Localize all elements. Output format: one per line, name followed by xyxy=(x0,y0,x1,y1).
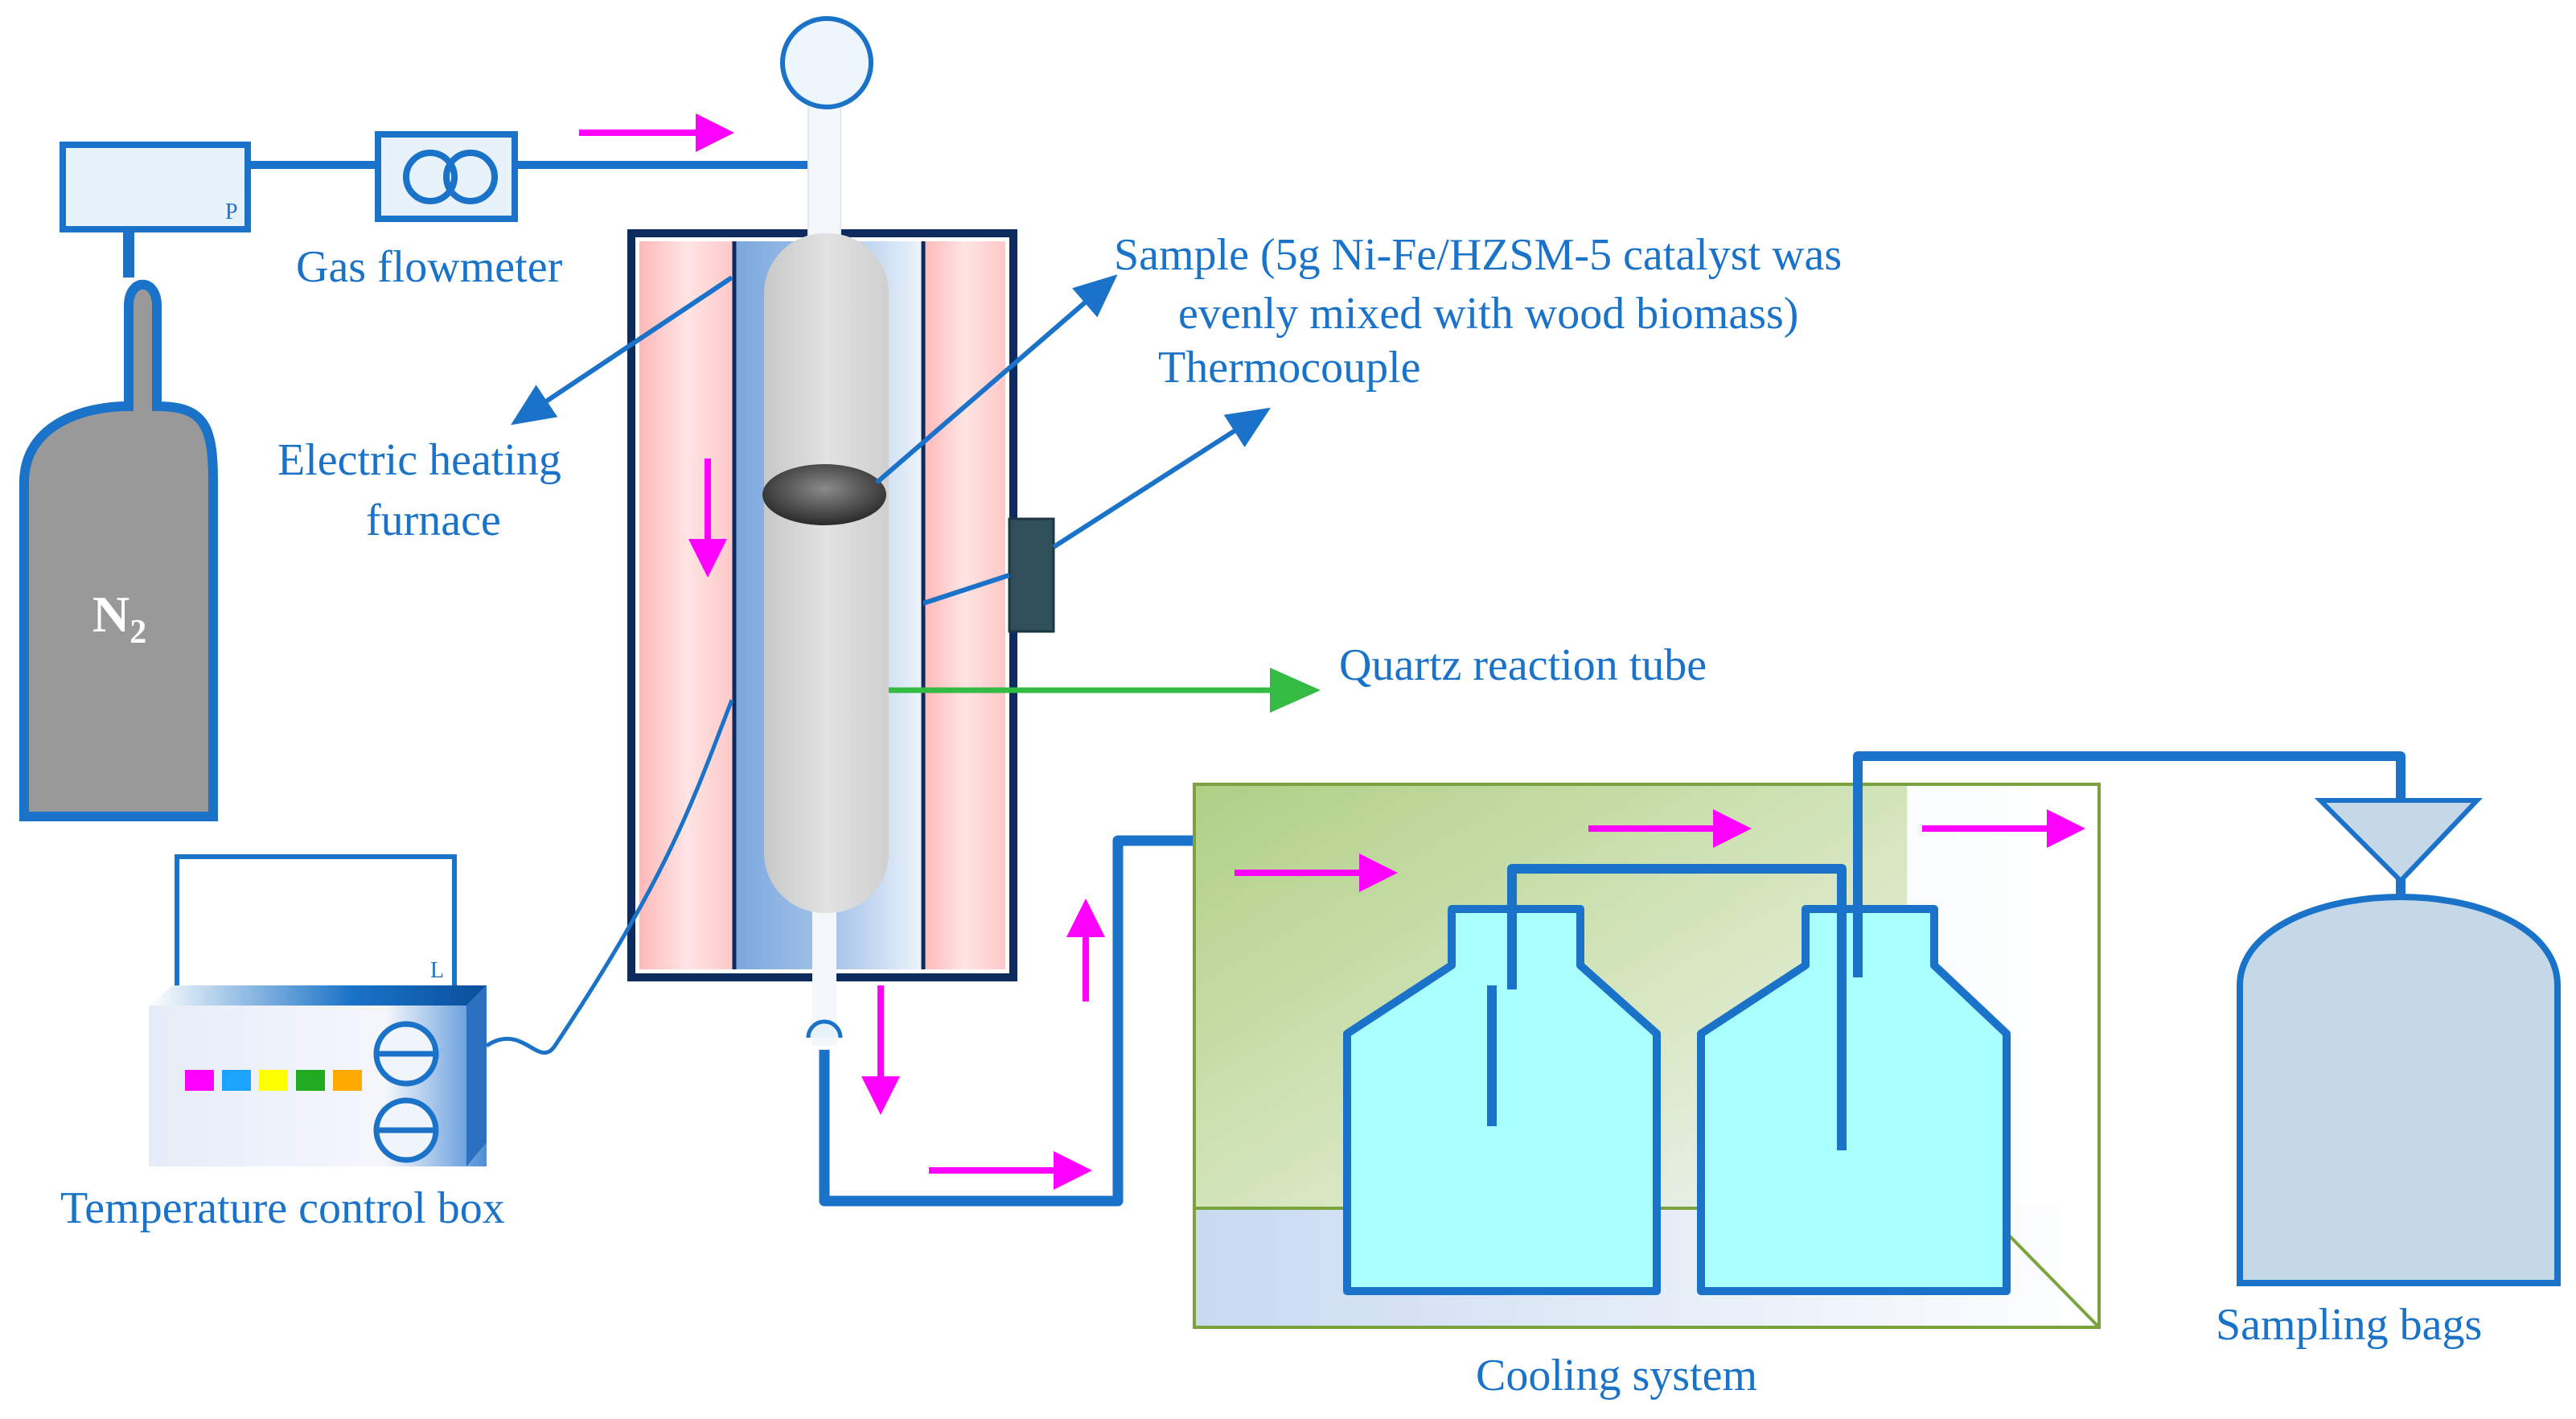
quartz-reaction-tube xyxy=(764,233,889,913)
sample-label-line2: evenly mixed with wood biomass) xyxy=(1178,289,1798,339)
quartz-tube-outlet-bend xyxy=(806,1019,843,1039)
sampling-bag-body xyxy=(2237,893,2561,1286)
cooling-system-label: Cooling system xyxy=(1476,1351,1757,1400)
thermocouple-label-pointer xyxy=(1052,407,1272,549)
n2-cylinder: N2 xyxy=(19,279,218,821)
thermocouple-probe xyxy=(1008,517,1055,633)
sampling-bag-funnel xyxy=(2314,798,2483,885)
cylinder-gas-label: N2 xyxy=(92,586,146,651)
control-cable xyxy=(485,699,734,1055)
sample-label-pointer xyxy=(875,274,1118,485)
furnace-label-pointer xyxy=(511,275,733,426)
sampling-bag xyxy=(2237,798,2561,1286)
pressure-regulator: P xyxy=(60,142,251,232)
bottle-connector-tube xyxy=(1507,864,1847,1150)
gauge-mark-p: P xyxy=(225,199,238,224)
furnace-label-line2: furnace xyxy=(366,496,501,545)
sampling-bags-label: Sampling bags xyxy=(2216,1300,2482,1350)
gas-flowmeter[interactable] xyxy=(375,131,518,222)
sample-label-line1: Sample (5g Ni-Fe/HZSM-5 catalyst was xyxy=(1114,230,1842,280)
sample-pile xyxy=(762,464,886,525)
condenser-bottle-1 xyxy=(1343,905,1661,1295)
gauge-mark-l: L xyxy=(430,958,444,983)
temperature-control-box-label: Temperature control box xyxy=(60,1183,505,1233)
control-box-side xyxy=(466,985,487,1166)
furnace-left-heater xyxy=(639,241,734,969)
control-box-swatch xyxy=(296,1070,325,1091)
furnace-right-heater xyxy=(923,241,1005,969)
thermocouple-wire xyxy=(922,573,1010,606)
control-box-display xyxy=(175,854,457,992)
control-box-swatch xyxy=(259,1070,288,1091)
control-box-swatch xyxy=(333,1070,362,1091)
condenser-bottle-2 xyxy=(1697,905,2011,1295)
control-box-swatch xyxy=(222,1070,251,1091)
quartz-tube-top-stem xyxy=(807,88,841,242)
control-knob-top[interactable] xyxy=(373,1021,439,1087)
temperature-control-box[interactable]: L xyxy=(149,854,487,1166)
quartz-tube-top-bulb xyxy=(780,16,873,109)
control-box-swatches xyxy=(185,1070,362,1091)
control-knob-bottom[interactable] xyxy=(373,1097,439,1163)
thermocouple-label: Thermocouple xyxy=(1158,343,1421,393)
control-box-swatch xyxy=(185,1070,214,1091)
gas-flowmeter-label: Gas flowmeter xyxy=(296,242,563,292)
quartz-tube-label: Quartz reaction tube xyxy=(1339,640,1707,690)
furnace-label-line1: Electric heating xyxy=(277,435,561,485)
control-box-top xyxy=(149,985,487,1006)
